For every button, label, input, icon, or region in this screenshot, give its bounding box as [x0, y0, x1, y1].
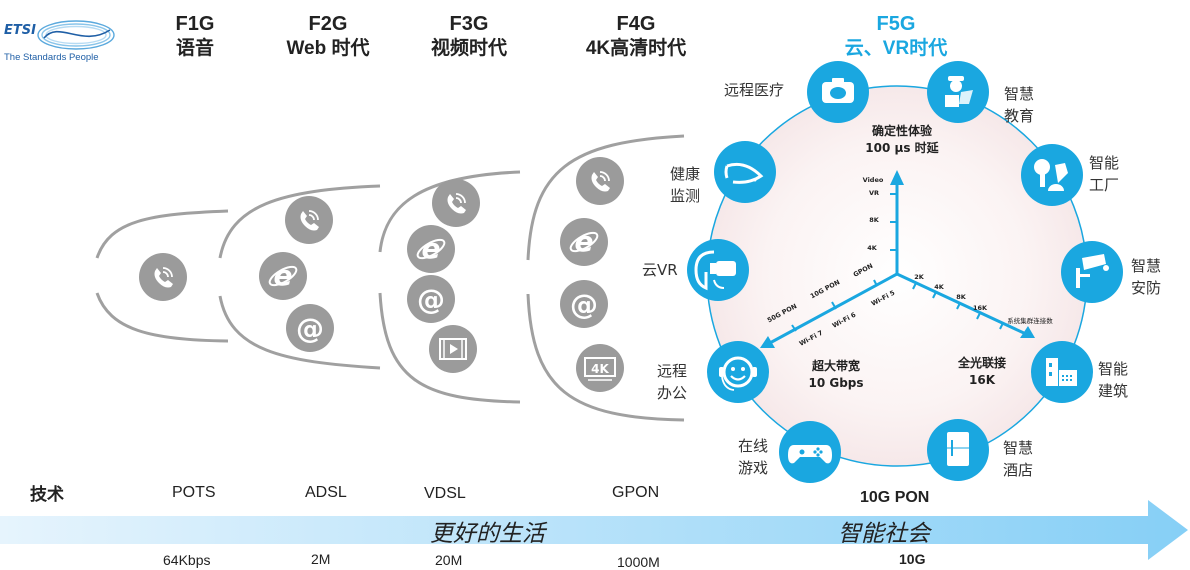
app-label-smart-hotel: 智慧酒店	[1003, 439, 1034, 479]
generation-f3g: F3G 视频时代	[414, 12, 524, 62]
tech-10g-pon: 10G PON	[860, 489, 930, 506]
connections-arrowhead-icon	[1020, 326, 1035, 338]
internet-explorer-icon	[407, 225, 455, 273]
robot-arm-icon[interactable]	[1021, 144, 1083, 206]
security-camera-icon[interactable]	[1061, 241, 1123, 303]
latency-title: 确定性体验	[872, 123, 933, 138]
band-text-better-life: 更好的生活	[430, 521, 545, 547]
tick-label: 8K	[956, 293, 967, 301]
f5g-app-icons	[687, 61, 1123, 483]
headset-smiley-icon[interactable]	[707, 341, 769, 403]
generation-f5g: F5G 云、VR时代	[826, 12, 966, 62]
svg-text:ETSI: ETSI	[4, 23, 36, 38]
smart-glasses-icon[interactable]	[714, 141, 776, 203]
tick-label: 4K	[867, 244, 878, 252]
tech-adsl: ADSL	[305, 484, 347, 501]
etsi-tagline: The Standards People	[4, 52, 99, 63]
generation-code: F1G	[175, 13, 215, 35]
tech-pots: POTS	[172, 484, 216, 501]
email-at-icon	[407, 275, 455, 323]
bandwidth-axis	[767, 272, 898, 346]
timeline-arrow	[0, 500, 1188, 560]
speed-adsl: 2M	[311, 551, 331, 567]
phone-icon	[285, 196, 333, 244]
generation-f4g: F4G 4K高清时代	[566, 12, 706, 62]
app-label-smart-building: 智能建筑	[1098, 360, 1129, 400]
speed-vdsl: 20M	[435, 552, 463, 568]
generation-code: F5G	[876, 13, 916, 35]
bandwidth-arrowhead-icon	[760, 336, 775, 348]
app-label-online-gaming: 在线游戏	[738, 437, 769, 477]
tech-gpon: GPON	[612, 484, 660, 501]
building-icon[interactable]	[1031, 341, 1093, 403]
axis-arrowheads	[760, 170, 1035, 348]
app-label-telemedicine: 远程医疗	[724, 81, 785, 99]
app-label-smart-education: 智慧教育	[1004, 85, 1035, 125]
app-label-smart-security: 智慧安防	[1131, 257, 1162, 297]
teacher-icon[interactable]	[927, 61, 989, 123]
f3g-services	[407, 179, 480, 373]
f2g-services	[259, 196, 334, 352]
f4g-services	[560, 157, 624, 392]
generation-name: Web 时代	[286, 38, 370, 59]
bracket-f1g	[95, 209, 229, 343]
latency-axis-label: Video	[863, 176, 884, 184]
tech-vdsl: VDSL	[424, 485, 466, 502]
vr-headset-icon[interactable]	[687, 239, 749, 301]
generation-name: 4K高清时代	[585, 38, 687, 59]
generation-code: F4G	[616, 13, 656, 35]
bracket-f2g	[218, 184, 381, 370]
tick-label: VR	[869, 189, 879, 197]
generation-name: 语音	[175, 38, 214, 59]
app-label-health-monitoring: 健康监测	[670, 165, 701, 205]
generation-f1g: F1G 语音	[160, 12, 230, 62]
bandwidth-title: 超大带宽	[811, 358, 860, 373]
4k-tv-icon	[576, 344, 624, 392]
camera-icon[interactable]	[807, 61, 869, 123]
latency-value: 100 μs 时延	[865, 140, 939, 155]
generation-code: F3G	[449, 13, 489, 35]
generation-name: 视频时代	[430, 38, 507, 59]
speed-pots: 64Kbps	[163, 552, 211, 568]
video-film-icon	[429, 325, 477, 373]
bracket-f3g	[378, 170, 521, 404]
phone-icon	[432, 179, 480, 227]
tick-label: 16K	[973, 304, 988, 312]
internet-explorer-icon	[259, 252, 307, 300]
f1g-services	[139, 253, 187, 301]
generation-f2g: F2G Web 时代	[268, 12, 388, 62]
speed-gpon: 1000M	[617, 554, 660, 570]
tick-label: 2K	[914, 273, 925, 281]
axis-ticks	[791, 193, 1004, 332]
app-label-remote-office: 远程办公	[657, 362, 688, 402]
connections-title: 全光联接	[957, 355, 1006, 370]
bracket-f4g	[526, 134, 685, 422]
phone-icon	[139, 253, 187, 301]
internet-explorer-icon	[560, 218, 608, 266]
email-at-icon	[560, 280, 608, 328]
email-at-icon	[286, 304, 334, 352]
generation-code: F2G	[308, 13, 348, 35]
tick-label: 4K	[934, 283, 945, 291]
phone-icon	[576, 157, 624, 205]
connections-value: 16K	[969, 373, 996, 387]
app-label-smart-factory: 智能工厂	[1089, 154, 1120, 194]
connections-axis	[896, 272, 1027, 336]
latency-arrowhead-icon	[890, 170, 904, 185]
refrigerator-icon[interactable]	[927, 419, 989, 481]
app-label-cloud-vr: 云VR	[642, 261, 678, 279]
tick-label: 8K	[869, 216, 880, 224]
connections-axis-label: 系统集群连接数	[1007, 316, 1053, 325]
generation-name: 云、VR时代	[844, 38, 948, 59]
band-text-smart-society: 智能社会	[838, 521, 930, 547]
gamepad-icon[interactable]	[779, 421, 841, 483]
speed-10g-pon: 10G	[899, 551, 926, 567]
etsi-wave-logo-icon: ETSI	[4, 20, 115, 50]
axis-captions: 确定性体验 100 μs 时延 超大带宽 10 Gbps 全光联接 16K	[808, 123, 1006, 390]
technology-label: 技术	[30, 485, 64, 505]
bandwidth-value: 10 Gbps	[808, 376, 863, 390]
three-axes	[767, 180, 1027, 346]
generation-brackets	[95, 134, 685, 422]
